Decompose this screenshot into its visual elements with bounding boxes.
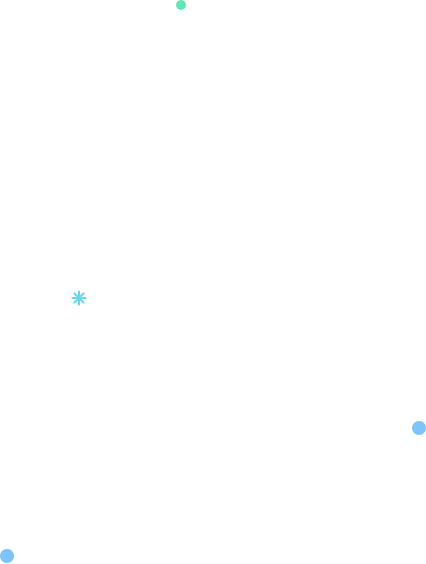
teal-dot <box>176 0 186 10</box>
sparkle-icon <box>71 290 87 306</box>
blue-dot-right <box>412 421 426 435</box>
blue-dot-bottom-left <box>0 549 14 563</box>
